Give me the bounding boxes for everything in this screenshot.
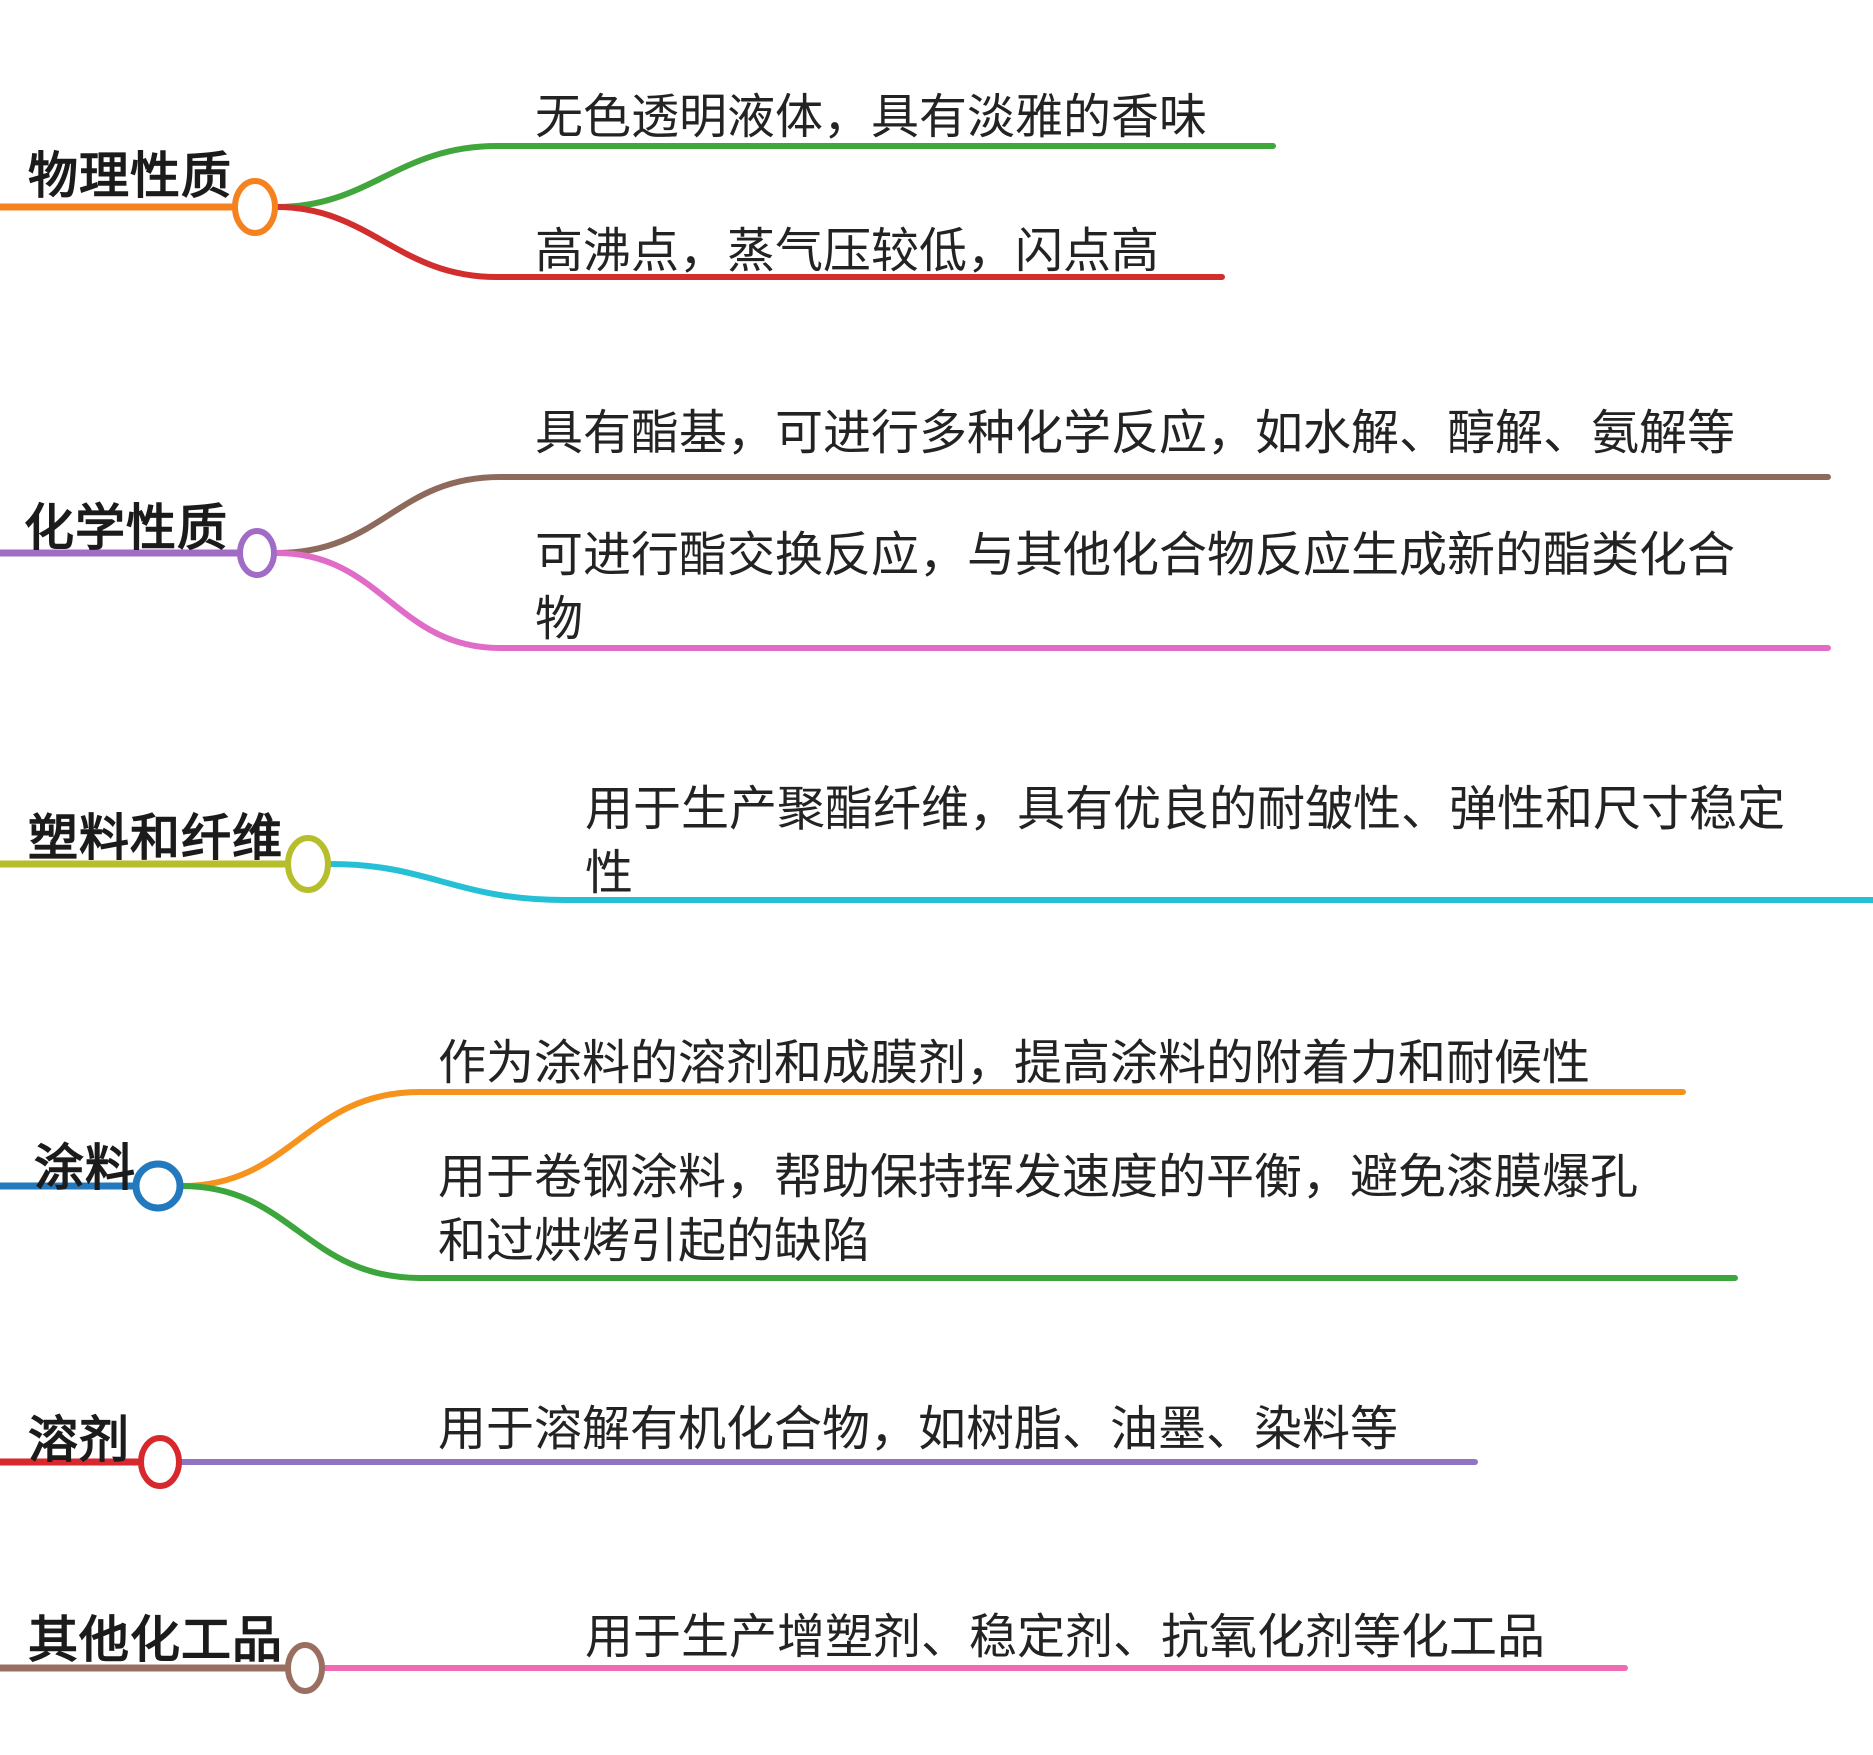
subtopic-text[interactable]: 高沸点，蒸气压较低，闪点高 <box>535 225 1160 278</box>
branch-node-circle[interactable] <box>237 528 277 578</box>
topic-label-other-chemicals[interactable]: 其他化工品 <box>28 1612 283 1668</box>
topic-label-solvent[interactable]: 溶剂 <box>28 1412 130 1468</box>
subtopic-text[interactable]: 作为涂料的溶剂和成膜剂，提高涂料的附着力和耐候性 <box>438 1037 1591 1090</box>
subtopic-text[interactable]: 用于生产聚酯纤维，具有优良的耐皱性、弹性和尺寸稳定性 <box>585 783 1786 900</box>
subtopic-line <box>327 861 1873 903</box>
subtopic-line <box>274 474 1831 556</box>
subtopic-line <box>179 1089 1686 1189</box>
subtopic-text[interactable]: 用于生产增塑剂、稳定剂、抗氧化剂等化工品 <box>585 1611 1546 1664</box>
topic-label-coatings[interactable]: 涂料 <box>34 1140 136 1196</box>
subtopic-line <box>274 550 1831 651</box>
topic-label-physical-properties[interactable]: 物理性质 <box>28 148 232 204</box>
branch-node-circle[interactable] <box>285 835 331 893</box>
branch-node-circle[interactable] <box>285 1642 325 1694</box>
subtopic-text[interactable]: 用于溶解有机化合物，如树脂、油墨、染料等 <box>438 1403 1399 1456</box>
topic-label-plastics-fibers[interactable]: 塑料和纤维 <box>28 810 283 866</box>
subtopic-line <box>179 1183 1738 1281</box>
subtopic-text[interactable]: 具有酯基，可进行多种化学反应，如水解、醇解、氨解等 <box>535 407 1736 460</box>
subtopic-line <box>274 143 1276 210</box>
branch-node-circle[interactable] <box>138 1435 182 1489</box>
subtopic-text[interactable]: 可进行酯交换反应，与其他化合物反应生成新的酯类化合物 <box>535 529 1736 646</box>
branch-node-circle[interactable] <box>232 178 278 236</box>
subtopic-text[interactable]: 无色透明液体，具有淡雅的香味 <box>535 91 1208 144</box>
subtopic-text[interactable]: 用于卷钢涂料，帮助保持挥发速度的平衡，避免漆膜爆孔和过烘烤引起的缺陷 <box>438 1151 1639 1268</box>
subtopic-line <box>274 204 1225 280</box>
topic-label-chemical-properties[interactable]: 化学性质 <box>24 500 228 556</box>
branch-node-circle[interactable] <box>132 1160 184 1212</box>
